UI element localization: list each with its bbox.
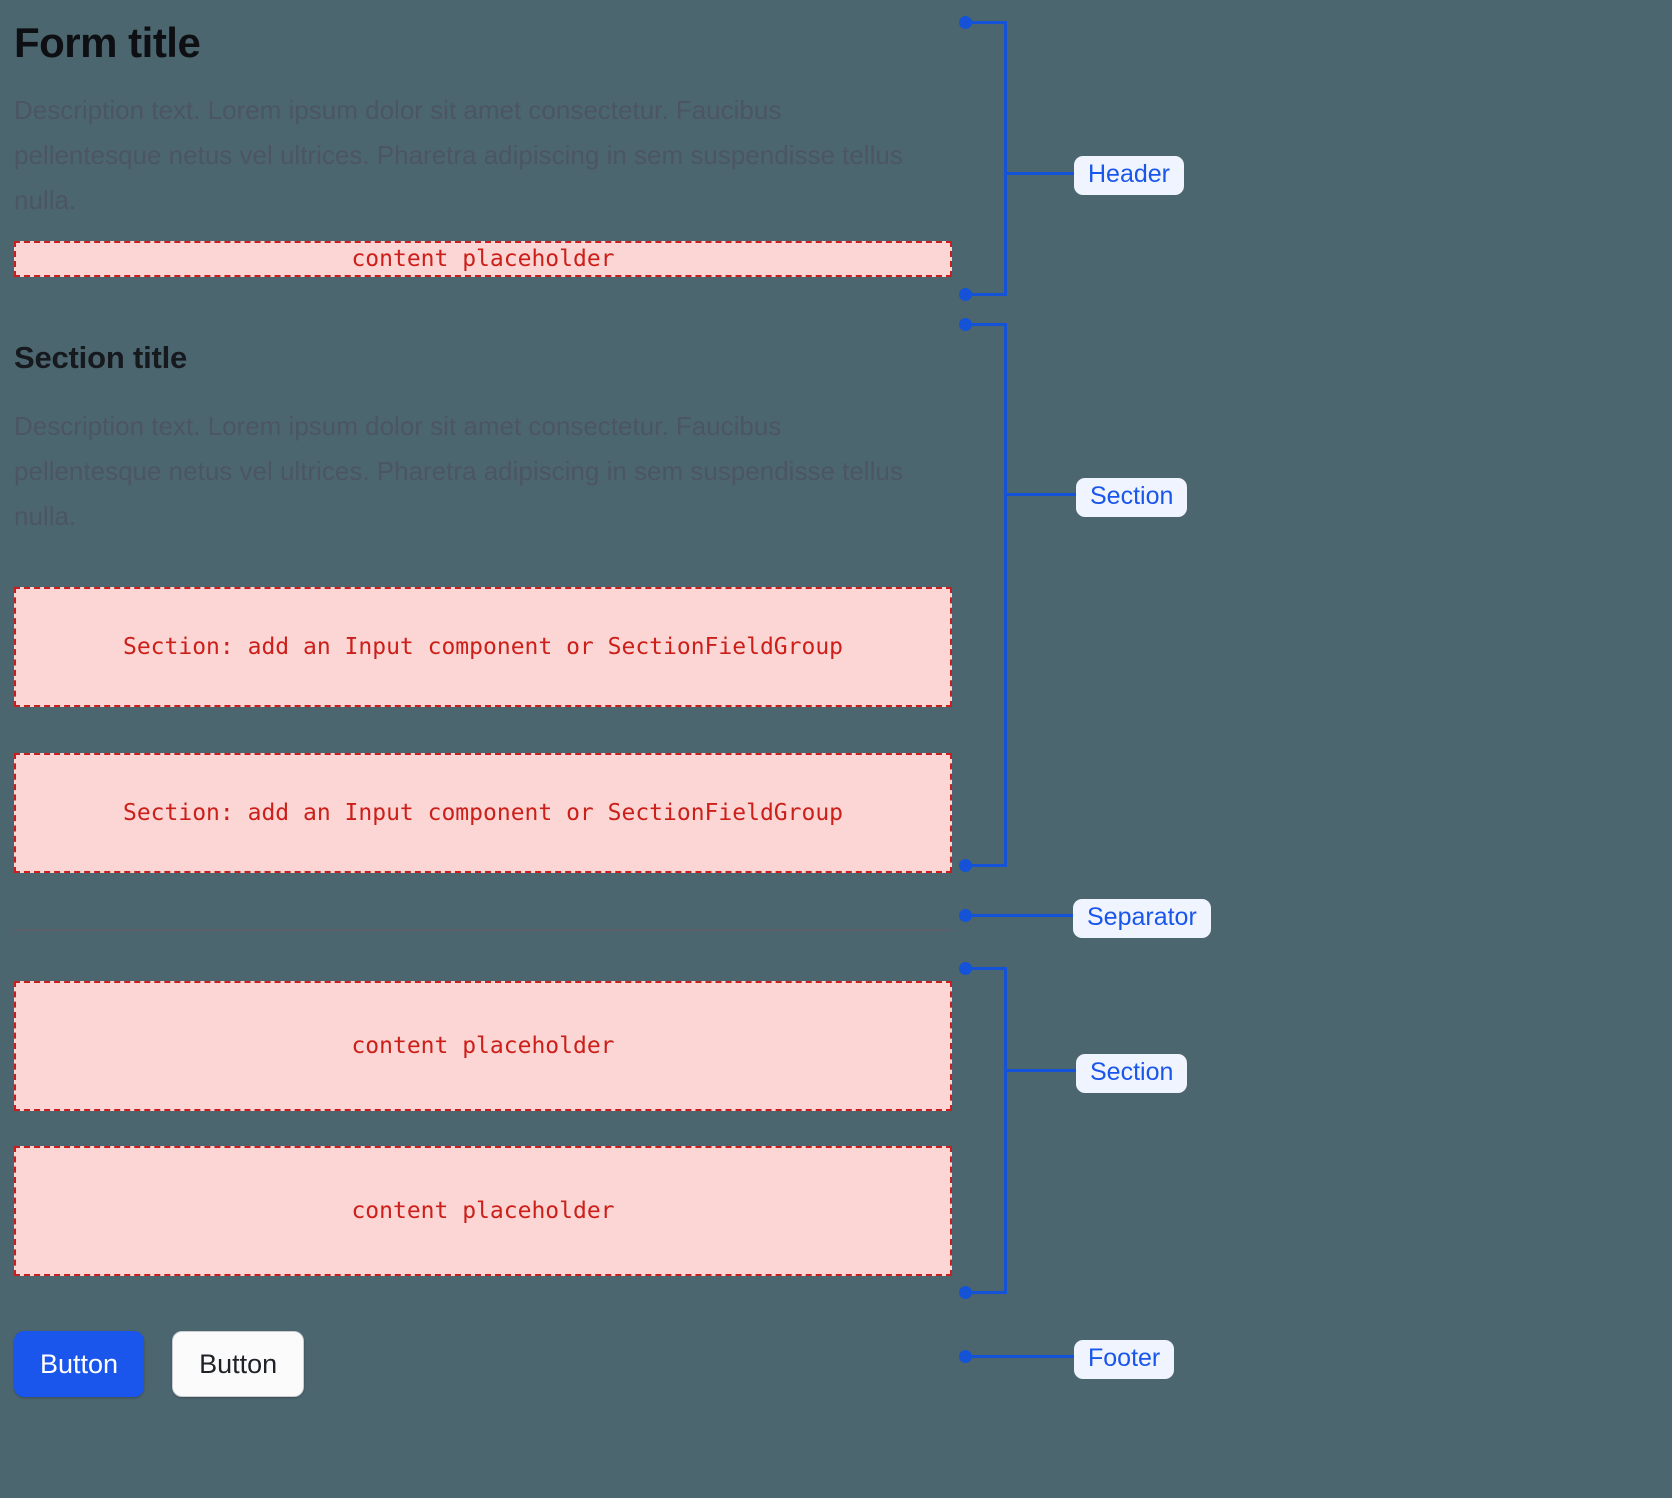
anno-dot-section1-bottom: [959, 859, 972, 872]
anno-leader-section1: [1004, 493, 1076, 496]
form-header: Form title Description text. Lorem ipsum…: [14, 19, 954, 278]
primary-button[interactable]: Button: [14, 1331, 145, 1398]
page-title: Form title: [14, 19, 201, 66]
anno-spine-section1: [1004, 323, 1007, 865]
anno-line-header-bottom: [965, 293, 1007, 296]
anno-spine-section2: [1004, 967, 1007, 1293]
annotation-badge-footer: Footer: [1074, 1340, 1175, 1379]
anno-dot-footer: [959, 1350, 972, 1363]
section-description: Description text. Lorem ipsum dolor sit …: [14, 411, 903, 532]
section-two-placeholder-1: content placeholder: [14, 981, 952, 1112]
anno-line-section2-top: [965, 967, 1007, 970]
header-content-placeholder: content placeholder: [14, 241, 952, 278]
anno-dot-header-bottom: [959, 288, 972, 301]
secondary-button[interactable]: Button: [172, 1331, 305, 1398]
anno-leader-section2: [1004, 1069, 1076, 1072]
anno-dot-section1-top: [959, 318, 972, 331]
anno-spine-header: [1004, 21, 1007, 294]
anno-dot-header-top: [959, 16, 972, 29]
section-two-placeholder-2: content placeholder: [14, 1146, 952, 1277]
separator: [14, 929, 952, 932]
anno-leader-separator: [965, 914, 1089, 917]
anno-dot-section2-bottom: [959, 1286, 972, 1299]
form-section-one: Section title Description text. Lorem ip…: [14, 339, 954, 874]
form-container: Form title Description text. Lorem ipsum…: [14, 0, 954, 1398]
form-footer: Button Button: [14, 1331, 954, 1398]
anno-line-section2-bottom: [965, 1291, 1007, 1294]
annotation-badge-section-one: Section: [1076, 478, 1188, 517]
anno-leader-header: [1004, 172, 1074, 175]
section-title: Section title: [14, 340, 188, 376]
anno-leader-footer: [965, 1355, 1075, 1358]
form-description: Description text. Lorem ipsum dolor sit …: [14, 95, 903, 216]
annotation-badge-separator: Separator: [1073, 899, 1211, 938]
anno-line-section1-bottom: [965, 864, 1007, 867]
annotation-badge-header: Header: [1074, 156, 1184, 195]
anno-line-header-top: [965, 21, 1007, 24]
section-field-placeholder-1: Section: add an Input component or Secti…: [14, 587, 952, 708]
anno-dot-section2-top: [959, 962, 972, 975]
section-field-placeholder-2: Section: add an Input component or Secti…: [14, 753, 952, 874]
anno-dot-separator: [959, 909, 972, 922]
annotation-badge-section-two: Section: [1076, 1054, 1188, 1093]
anno-line-section1-top: [965, 323, 1007, 326]
form-section-two: content placeholder content placeholder: [14, 981, 954, 1277]
